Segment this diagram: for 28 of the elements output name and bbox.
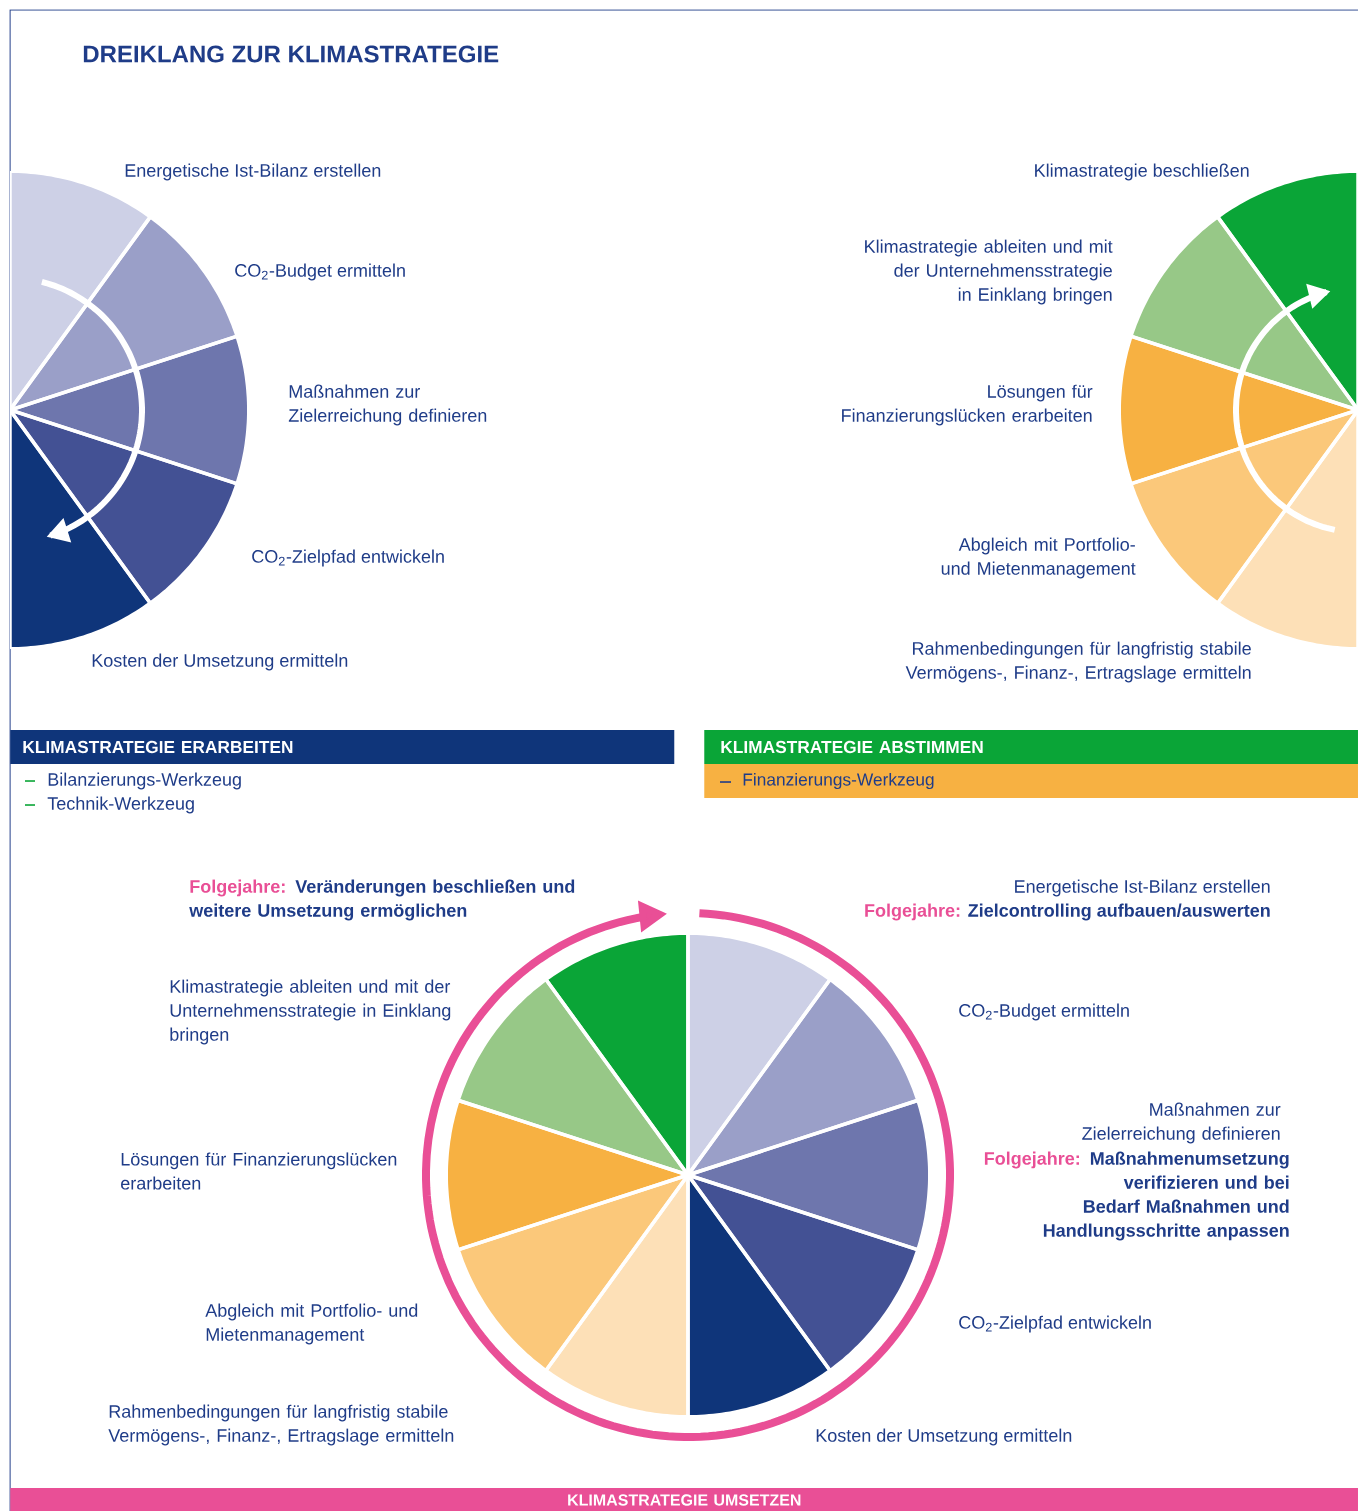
section-band: KLIMASTRATEGIE ABSTIMMEN	[704, 730, 1358, 764]
step-label: Folgejahre: Maßnahmenumsetzung verifizieren und bei Bedarf Maßnahmen und Handlungsschritte anpassen	[984, 1151, 1289, 1241]
step-label: Lösungen für Finanzierungslücken erarbeiten	[842, 384, 1093, 426]
step-label: Energetische Ist-Bilanz erstellen	[125, 163, 381, 181]
step-label: Maßnahmen zur Zielerreichung definieren	[1082, 1102, 1281, 1144]
step-label: Folgejahre: Veränderungen beschließen und weitere Umsetzung ermöglichen	[189, 879, 575, 921]
step-label: Folgejahre: Zielcontrolling aufbauen/auswerten	[865, 903, 1270, 921]
step-label: Kosten der Umsetzung ermitteln	[816, 1428, 1072, 1446]
step-label: CO$_{2}$-Budget ermitteln	[959, 1003, 1129, 1021]
tool-band: Finanzierungs-Werkzeug	[704, 764, 1358, 798]
step-label: CO$_{2}$-Budget ermitteln	[235, 263, 405, 281]
step-label: Abgleich mit Portfolio- und Mietenmanagement	[941, 537, 1136, 579]
step-label: CO$_{2}$-Zielpfad entwickeln	[959, 1315, 1151, 1333]
section-band: KLIMASTRATEGIE UMSETZEN	[10, 1488, 1358, 1511]
step-label: Abgleich mit Portfolio- und Mietenmanagement	[205, 1303, 418, 1345]
title: DREIKLANG ZUR KLIMASTRATEGIE	[83, 45, 499, 63]
section-band: KLIMASTRATEGIE ERARBEITEN	[10, 730, 675, 764]
step-label: Lösungen für Finanzierungslücken erarbeiten	[121, 1152, 397, 1190]
step-label: Kosten der Umsetzung ermitteln	[92, 653, 348, 671]
step-label: Klimastrategie beschließen	[1035, 163, 1249, 181]
step-label: Klimastrategie ableiten und mit der Unternehmensstrategie in Einklang bringen	[170, 979, 451, 1045]
step-label: Maßnahmen zur Zielerreichung definieren	[288, 384, 487, 426]
step-label: Klimastrategie ableiten und mit der Unternehmensstrategie in Einklang bringen	[865, 239, 1113, 305]
step-label: Rahmenbedingungen für langfristig stabile Vermögens-, Finanz-, Ertragslage ermitteln	[108, 1404, 454, 1446]
step-label: CO$_{2}$-Zielpfad entwickeln	[252, 549, 444, 567]
step-label: Rahmenbedingungen für langfristig stabile Vermögens-, Finanz-, Ertragslage ermitteln	[905, 641, 1251, 683]
step-label: Technik-Werkzeug	[47, 796, 194, 814]
step-label: Energetische Ist-Bilanz erstellen	[1015, 879, 1270, 897]
